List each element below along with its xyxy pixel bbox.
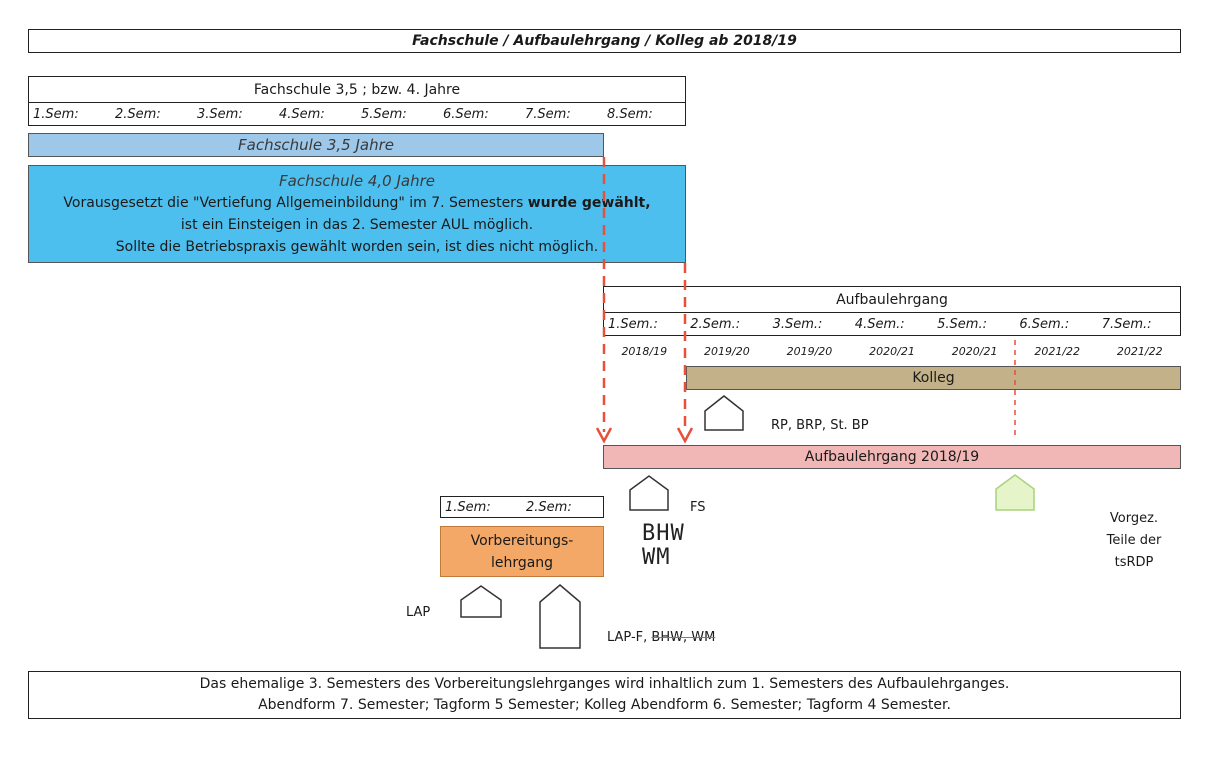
- label-vorgez-tsrdp: Vorgez. Teile der tsRDP: [1106, 511, 1162, 570]
- aul-year-3: 2019/20: [786, 344, 833, 358]
- aul-year-1: 2018/19: [621, 344, 668, 358]
- aul-year-2: 2019/20: [704, 344, 750, 358]
- handwritten-wm: WM: [642, 545, 671, 570]
- label-lap: LAP: [406, 605, 431, 620]
- fachschule-sem-1: 1.Sem:: [33, 107, 79, 122]
- handwritten-bhw: BHW: [642, 521, 685, 546]
- fachschule-sem-7: 7.Sem:: [525, 107, 571, 122]
- fachschule-40-box: Fachschule 4,0 Jahre Vorausgesetzt die "…: [28, 165, 686, 263]
- fachschule-sem-8: 8.Sem:: [607, 107, 653, 122]
- aul-sem-4: 4.Sem.:: [854, 317, 905, 332]
- vorbereitung-semester-row: 1.Sem: 2.Sem:: [440, 496, 604, 518]
- fachschule-sem-3: 3.Sem:: [197, 107, 243, 122]
- fachschule-35-bar: Fachschule 3,5 Jahre: [28, 133, 604, 157]
- kolleg-bar: Kolleg: [686, 366, 1181, 390]
- label-fs: FS: [690, 500, 706, 515]
- fachschule-40-line3: Sollte die Betriebspraxis gewählt worden…: [115, 239, 599, 255]
- aul-year-4: 2020/21: [869, 344, 915, 358]
- label-lap-f: LAP-F, BHW, WM: [607, 630, 716, 645]
- handwritten-note: BHW WM: [642, 522, 685, 570]
- fachschule-sem-2: 2.Sem:: [115, 107, 161, 122]
- aufbaulehrgang-table: Aufbaulehrgang 1.Sem.: 2.Sem.: 3.Sem.: 4…: [603, 286, 1181, 336]
- fachschule-40-title: Fachschule 4,0 Jahre: [279, 172, 435, 190]
- footer-line-2: Abendform 7. Semester; Tagform 5 Semeste…: [258, 697, 951, 713]
- exam-marker-lapf-icon: [539, 584, 581, 649]
- exam-marker-tsrdp-icon: [995, 474, 1035, 511]
- diagram-title: Fachschule / Aufbaulehrgang / Kolleg ab …: [412, 33, 797, 49]
- fachschule-sem-6: 6.Sem:: [443, 107, 489, 122]
- exam-marker-lap-icon: [460, 585, 502, 618]
- fachschule-40-line1: Vorausgesetzt die "Vertiefung Allgemeinb…: [63, 195, 651, 211]
- exam-marker-fs-icon: [629, 475, 669, 511]
- aul-year-5: 2020/21: [951, 344, 998, 358]
- label-rp-brp: RP, BRP, St. BP: [771, 418, 869, 433]
- aufbaulehrgang-table-header: Aufbaulehrgang: [604, 287, 1180, 313]
- aul-year-7: 2021/22: [1116, 344, 1163, 358]
- aul-sem-7: 7.Sem.:: [1101, 317, 1152, 332]
- arrow-head-fs35: [595, 427, 613, 444]
- footer-note: Das ehemalige 3. Semesters des Vorbereit…: [28, 671, 1181, 719]
- aul-sem-6: 6.Sem.:: [1019, 317, 1070, 332]
- fachschule-semester-row: 1.Sem: 2.Sem: 3.Sem: 4.Sem: 5.Sem: 6.Sem…: [29, 103, 685, 126]
- exam-marker-rp-icon: [704, 395, 744, 431]
- aufbaulehrgang-year-row: 2018/19 2019/20 2019/20 2020/21 2020/21 …: [603, 342, 1181, 360]
- footer-line-1: Das ehemalige 3. Semesters des Vorbereit…: [199, 676, 1010, 692]
- vorb-sem-1: 1.Sem:: [445, 499, 491, 515]
- aufbaulehrgang-semester-row: 1.Sem.: 2.Sem.: 3.Sem.: 4.Sem.: 5.Sem.: …: [604, 313, 1180, 336]
- fachschule-table: Fachschule 3,5 ; bzw. 4. Jahre 1.Sem: 2.…: [28, 76, 686, 126]
- diagram-title-box: Fachschule / Aufbaulehrgang / Kolleg ab …: [28, 29, 1181, 53]
- fachschule-sem-5: 5.Sem:: [361, 107, 407, 122]
- arrow-head-fs40: [676, 427, 694, 444]
- label-lap-f-struck: BHW, WM: [651, 630, 716, 645]
- vorb-sem-2: 2.Sem:: [526, 499, 572, 515]
- aul-sem-2: 2.Sem.:: [690, 317, 741, 332]
- aul-year-6: 2021/22: [1034, 344, 1081, 358]
- aul-sem-5: 5.Sem.:: [937, 317, 987, 332]
- fachschule-40-line2: ist ein Einsteigen in das 2. Semester AU…: [180, 217, 534, 233]
- fachschule-table-header: Fachschule 3,5 ; bzw. 4. Jahre: [29, 77, 685, 103]
- vorbereitungslehrgang-bar: Vorbereitungs- lehrgang: [440, 526, 604, 577]
- aul-sem-1: 1.Sem.:: [608, 317, 658, 332]
- aufbaulehrgang-bar: Aufbaulehrgang 2018/19: [603, 445, 1181, 469]
- aul-sem-3: 3.Sem.:: [772, 317, 823, 332]
- fachschule-sem-4: 4.Sem:: [279, 107, 325, 122]
